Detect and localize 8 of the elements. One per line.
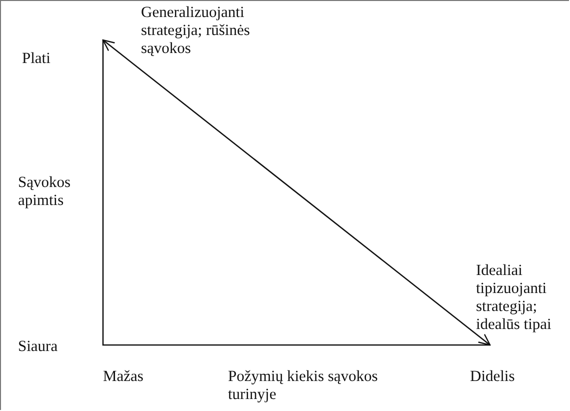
strategy-label: Generalizuojanti strategija; rūšinės sąvokos xyxy=(141,4,251,58)
strategy-label: Idealiai tipizuojanti strategija; idealūs tipai xyxy=(476,262,552,334)
axis-label: Didelis xyxy=(470,368,516,386)
axis-label: Mažas xyxy=(103,368,144,386)
axis-label: Sąvokos apimtis xyxy=(18,174,72,210)
axis-label: Plati xyxy=(22,50,52,68)
axis-label: Požymių kiekis sąvokos turinyje xyxy=(228,368,379,404)
axis-label: Siaura xyxy=(18,338,59,356)
